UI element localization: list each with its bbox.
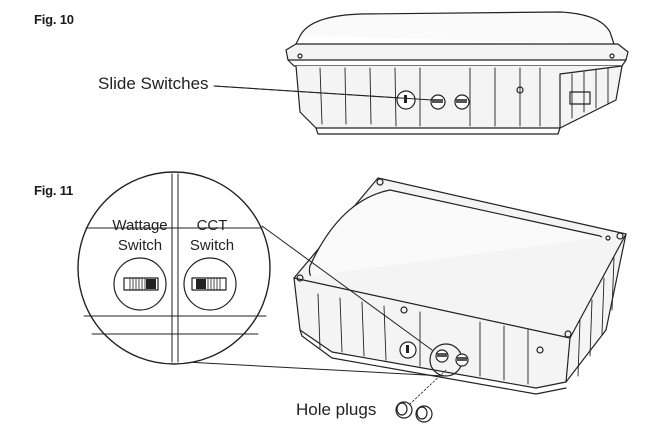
hole-plugs bbox=[395, 401, 433, 423]
wattage-label-line2: Switch bbox=[118, 237, 162, 254]
fig11-label: Fig. 11 bbox=[34, 183, 74, 198]
zoom-connector-bottom bbox=[185, 361, 445, 377]
hole-plugs-leader bbox=[409, 369, 447, 405]
fig10-fixture bbox=[285, 11, 629, 135]
fig10-lens bbox=[299, 11, 615, 45]
wattage-switch-slider bbox=[146, 279, 156, 289]
fig10-leader-2 bbox=[213, 85, 433, 101]
cct-label-line2: Switch bbox=[190, 237, 234, 254]
zoom-connector-top bbox=[261, 225, 433, 351]
fig10-rim bbox=[285, 43, 629, 61]
fig10-slide-switches-callout: Slide Switches bbox=[98, 74, 209, 93]
fig11-hole-plugs-callout: Hole plugs bbox=[296, 400, 377, 419]
zoom-circle bbox=[77, 171, 271, 365]
cct-switch-slider bbox=[196, 279, 206, 289]
wattage-label-line1: Wattage bbox=[112, 217, 167, 234]
switch-zoom-detail bbox=[77, 171, 271, 365]
fig10-label: Fig. 10 bbox=[34, 12, 74, 27]
fig11-fixture bbox=[293, 177, 627, 395]
cct-label-line1: CCT bbox=[197, 217, 228, 234]
